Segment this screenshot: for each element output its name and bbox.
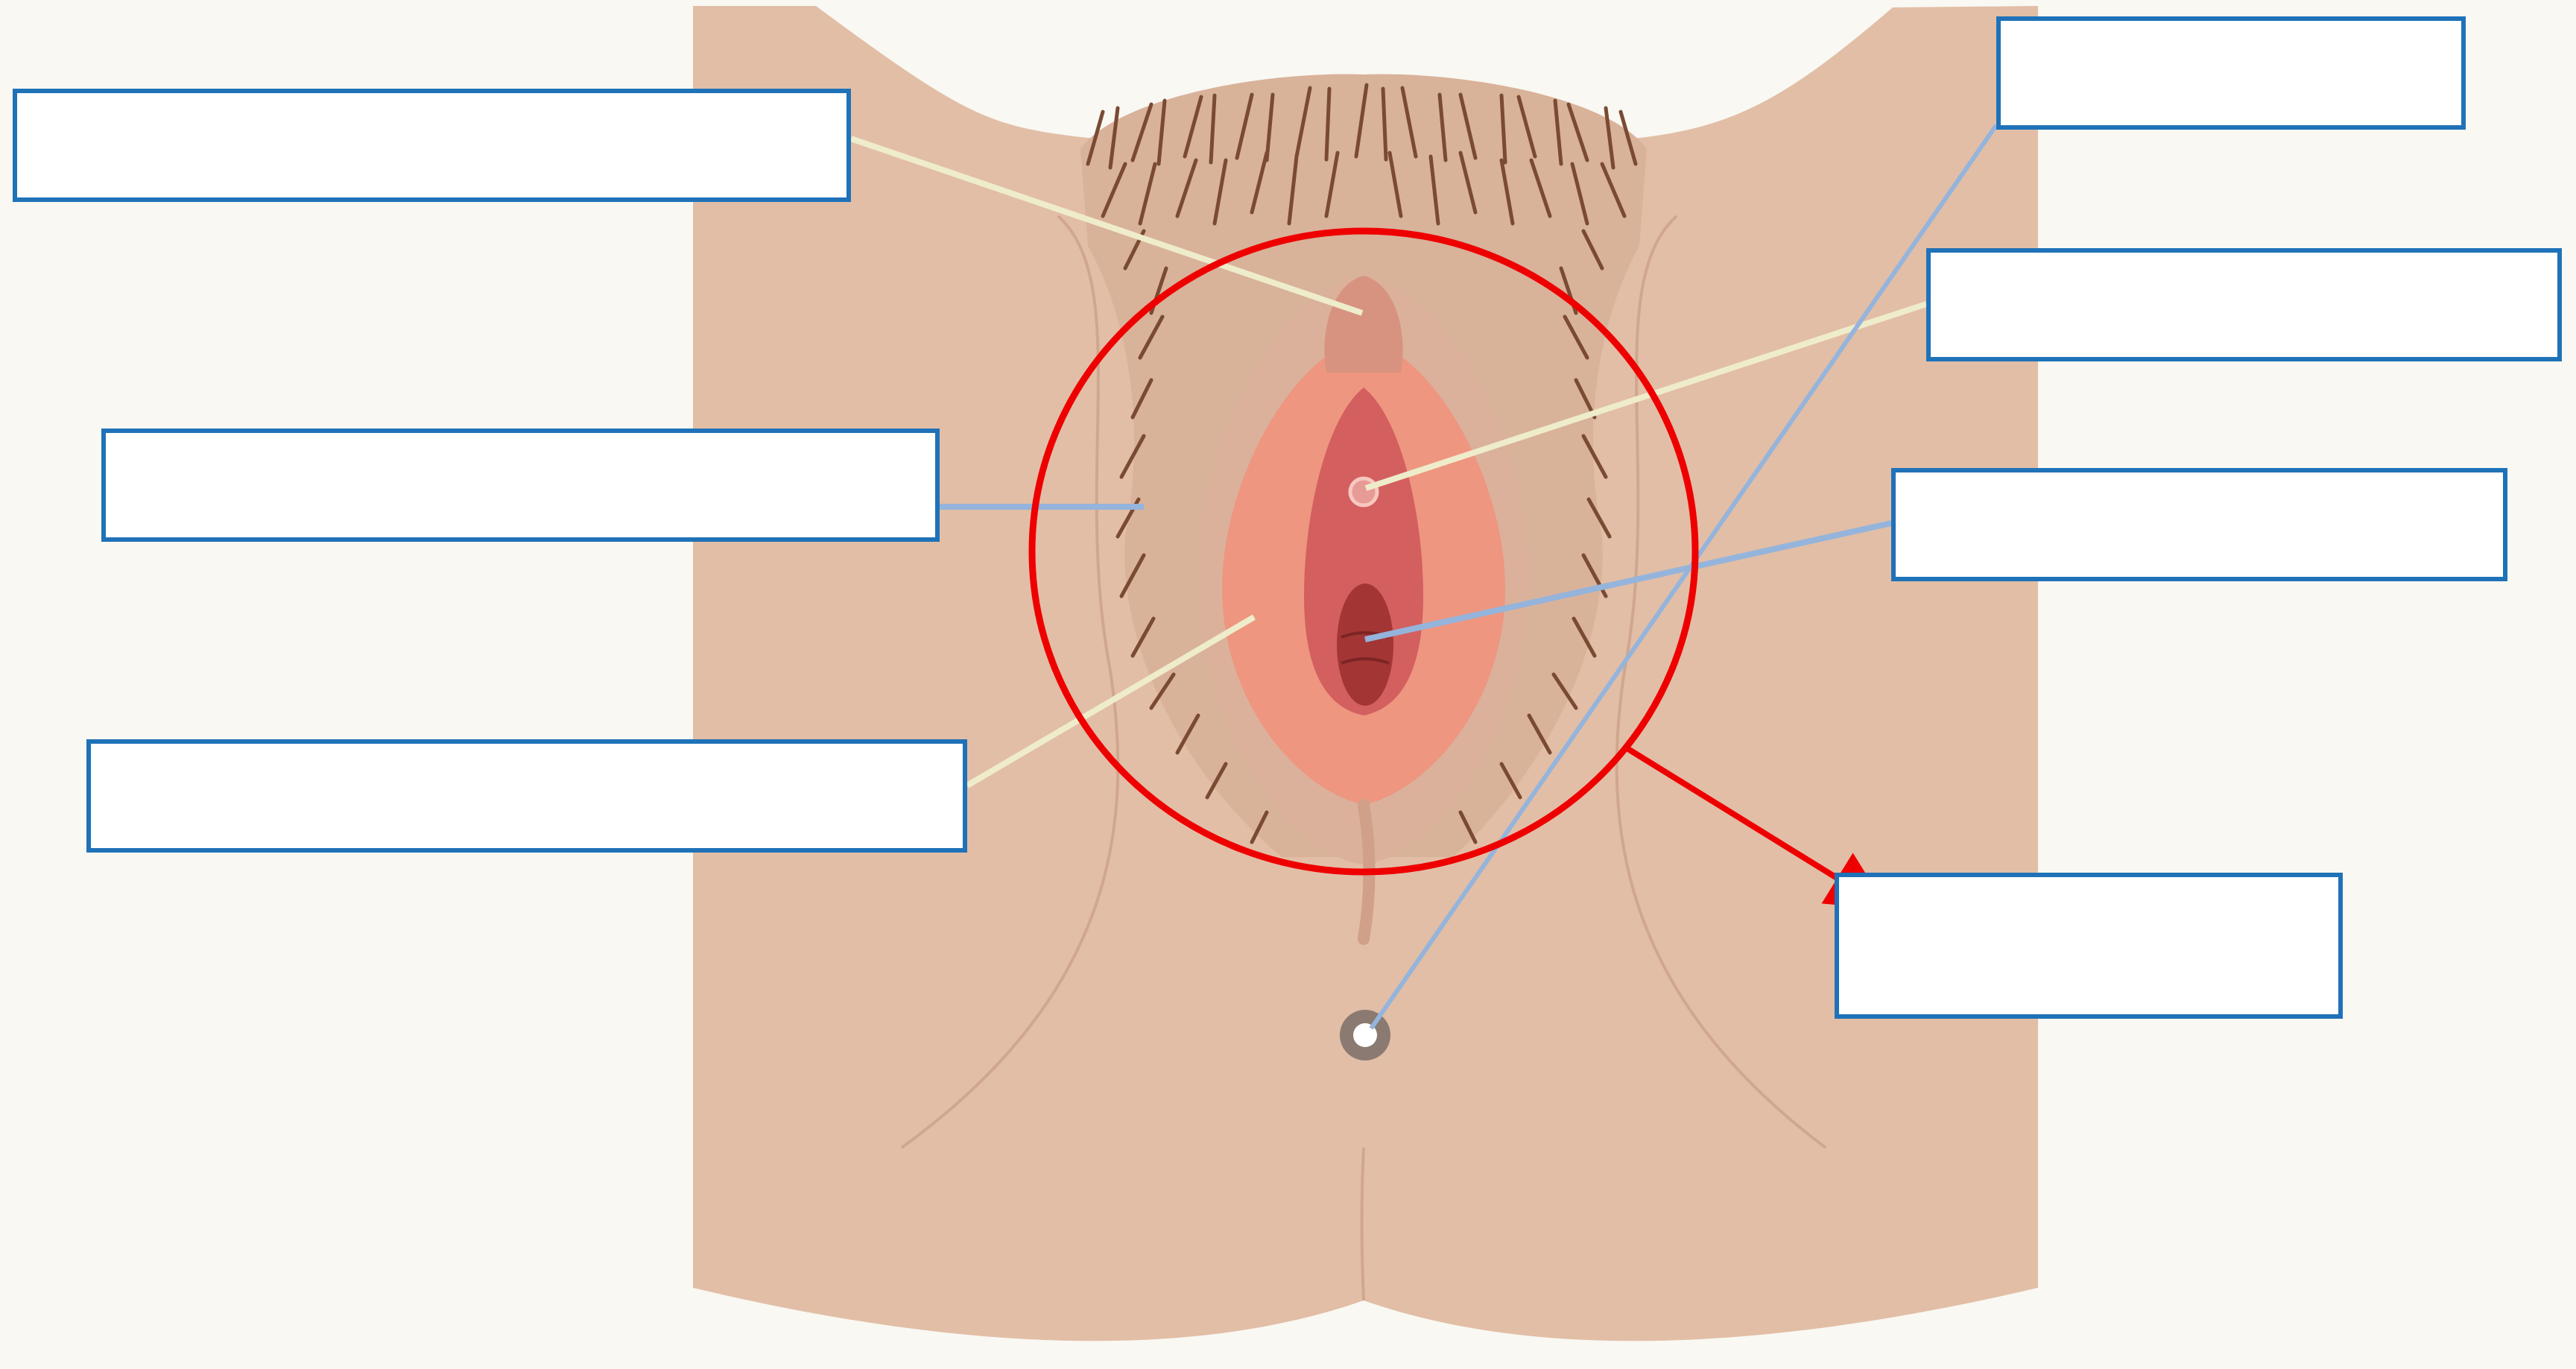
anus-label-box[interactable] — [1996, 16, 2466, 130]
vulva-label-box[interactable] — [1835, 873, 2343, 1019]
labia-majora-label-box[interactable] — [101, 429, 940, 542]
mons-pubis-label-box[interactable] — [13, 89, 851, 202]
vaginal-opening-label-box[interactable] — [1891, 468, 2507, 581]
labia-minora-label-box[interactable] — [86, 739, 967, 853]
vaginal-opening — [1337, 584, 1393, 706]
urethral-opening — [1350, 478, 1377, 505]
urethral-opening-label-box[interactable] — [1926, 248, 2562, 361]
